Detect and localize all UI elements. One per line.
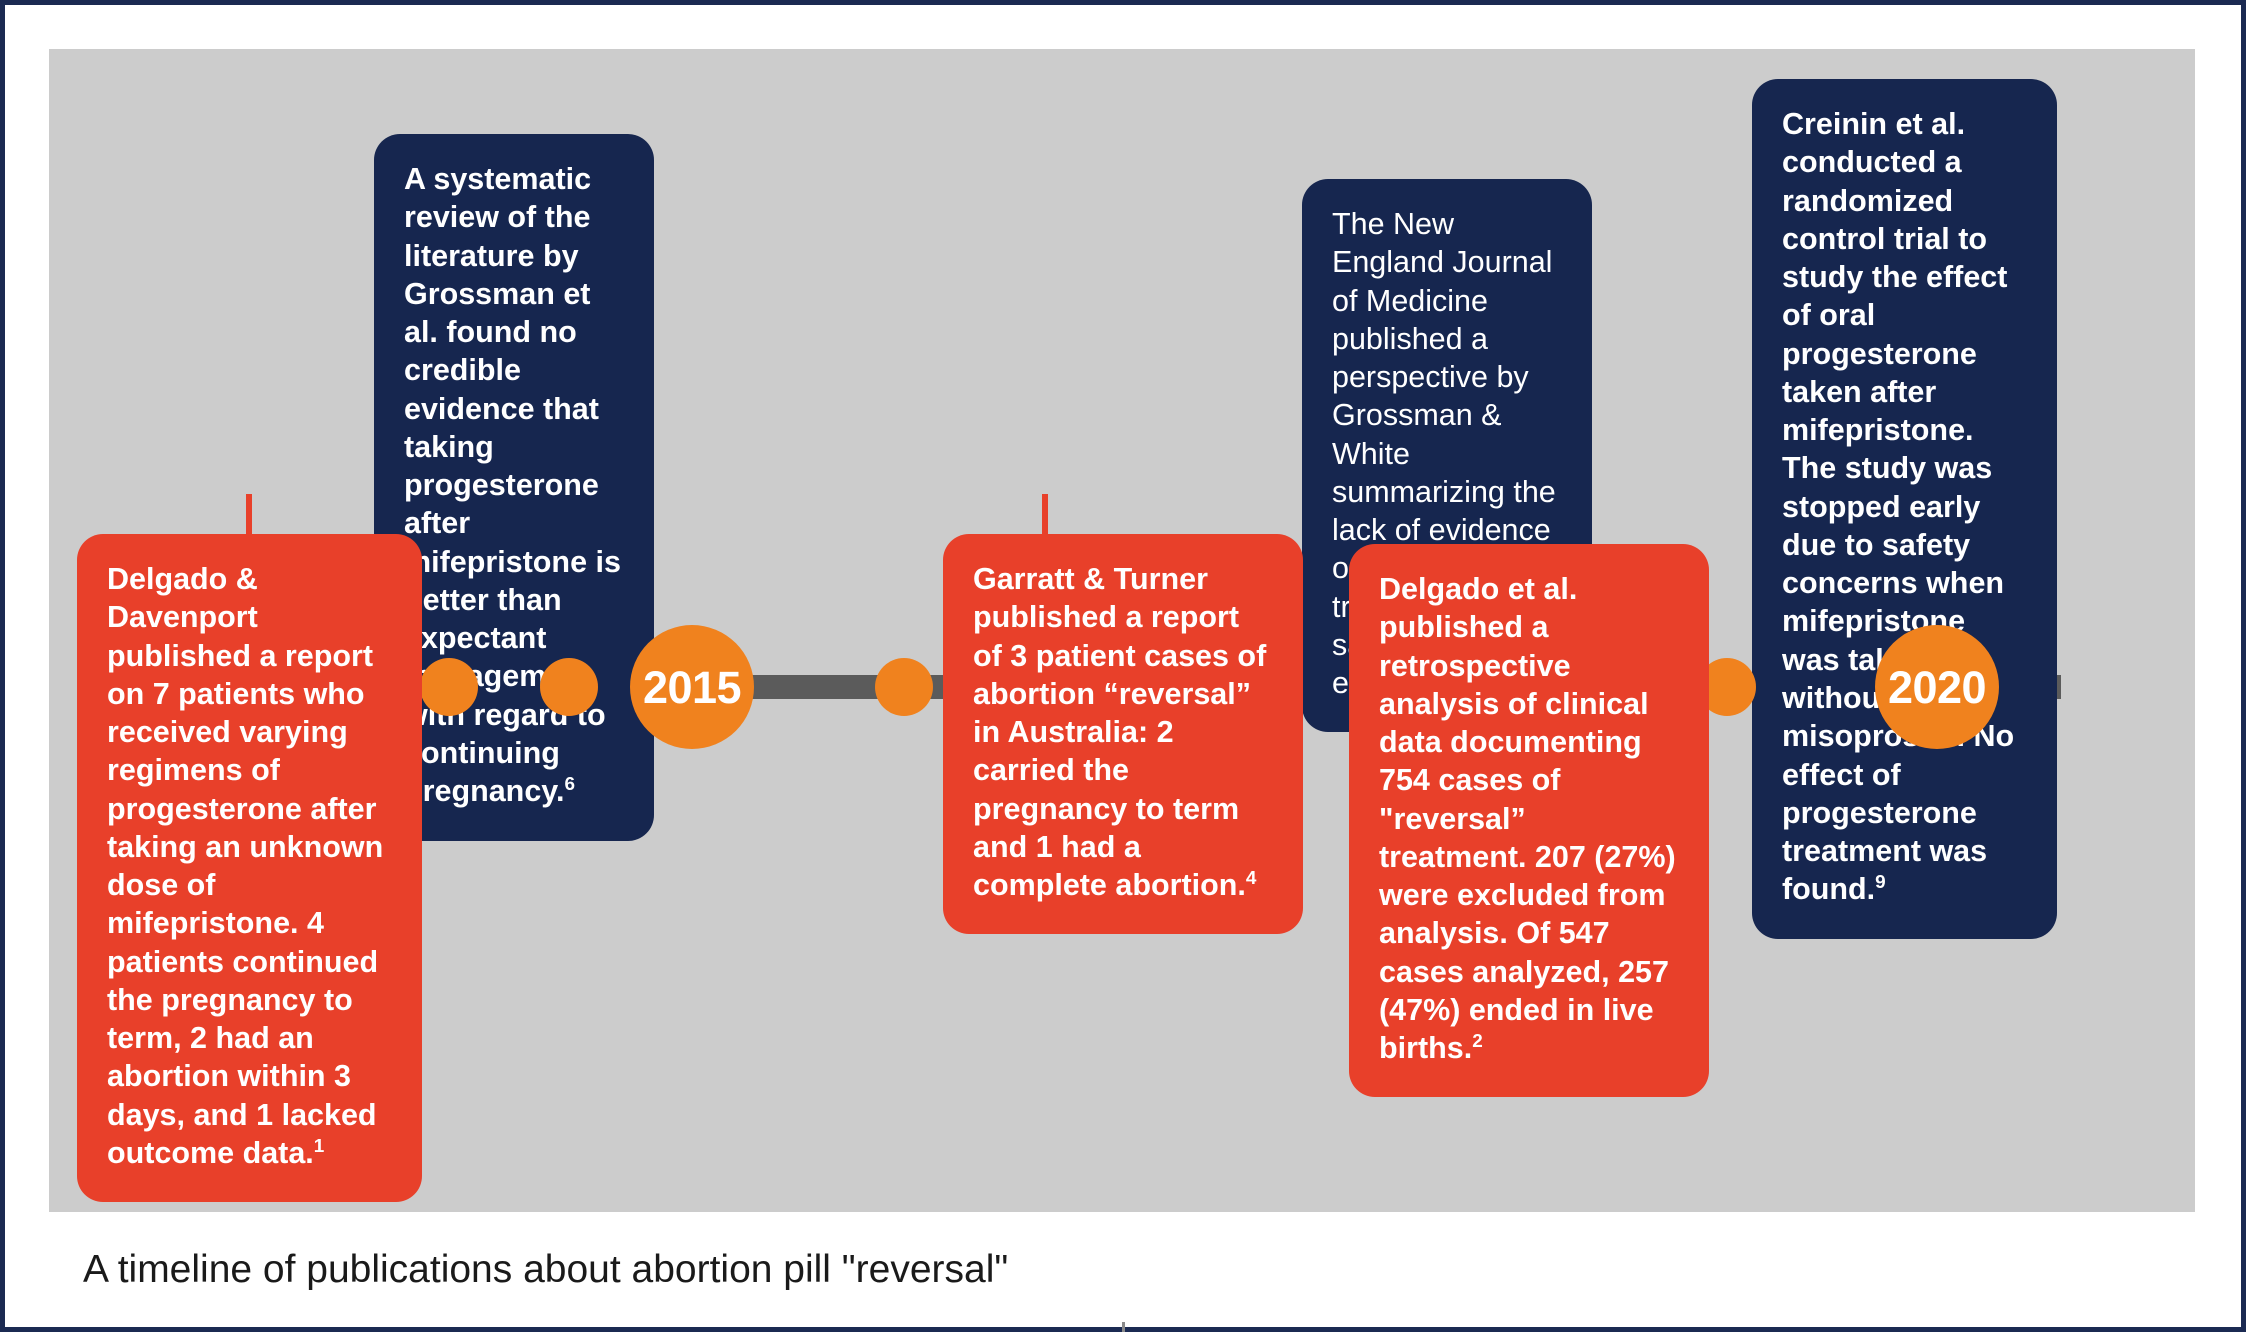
card-footnote-2018-red: 2	[1472, 1031, 1483, 1053]
card-text-2018-red: Delgado et al. published a retrospective…	[1379, 572, 1676, 1066]
bottom-tick-mark	[1122, 1322, 1125, 1332]
callout-card-2012[interactable]: Delgado & Davenport published a report o…	[77, 534, 422, 1203]
node-label-2020: 2020	[1887, 661, 1987, 713]
callout-card-2017[interactable]: Garratt & Turner published a report of 3…	[943, 534, 1303, 935]
node-label-2015: 2015	[642, 661, 742, 713]
callout-card-2020[interactable]: Creinin et al. conducted a randomized co…	[1752, 79, 2057, 939]
stem-2012	[246, 494, 252, 534]
timeline-node-minor-1[interactable]	[420, 658, 478, 716]
card-footnote-2015: 6	[564, 774, 575, 796]
timeline-node-minor-2[interactable]	[540, 658, 598, 716]
card-footnote-2012: 1	[313, 1135, 325, 1157]
card-footnote-2017: 4	[1245, 867, 1257, 889]
timeline-canvas: A systematic review of the literature by…	[49, 49, 2195, 1212]
timeline-node-2015[interactable]: 2015	[630, 625, 754, 749]
caption-strip: A timeline of publications about abortio…	[10, 1212, 2241, 1327]
card-text-2017: Garratt & Turner published a report of 3…	[973, 562, 1267, 903]
figure-caption: A timeline of publications about abortio…	[83, 1247, 1009, 1291]
callout-card-2018-red[interactable]: Delgado et al. published a retrospective…	[1349, 544, 1709, 1098]
timeline-node-minor-3[interactable]	[875, 658, 933, 716]
card-footnote-2020: 9	[1875, 872, 1886, 894]
timeline-node-2020[interactable]: 2020	[1875, 625, 1999, 749]
stem-2017	[1042, 494, 1048, 534]
card-text-2020: Creinin et al. conducted a randomized co…	[1782, 107, 2015, 907]
card-text-2012: Delgado & Davenport published a report o…	[107, 562, 384, 1170]
